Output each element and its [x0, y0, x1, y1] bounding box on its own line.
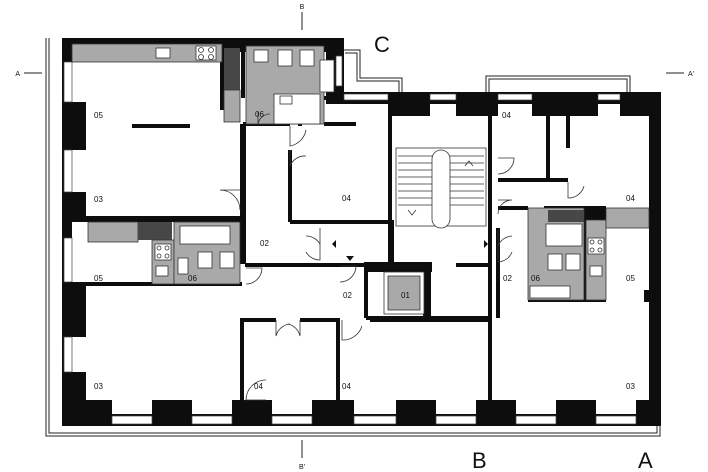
section-marker-right: A' [688, 71, 694, 78]
room-label-05-top-left: 05 [94, 111, 103, 120]
room-label-04-top: 04 [342, 194, 351, 203]
bathroom-right [527, 207, 650, 301]
bathroom-middle-left [173, 221, 241, 285]
room-label-04-small: 04 [254, 382, 263, 391]
room-label-03-top-left: 03 [94, 195, 103, 204]
kitchen-middle-left [87, 221, 175, 285]
room-label-02-center: 02 [343, 291, 352, 300]
elevator [383, 271, 425, 315]
doors [219, 112, 585, 401]
room-label-04-bottom: 04 [342, 382, 351, 391]
room-label-04-right: 04 [626, 194, 635, 203]
room-label-02-left: 02 [260, 239, 269, 248]
room-label-06-right: 06 [531, 274, 540, 283]
room-label-01-elevator: 01 [401, 291, 410, 300]
bathroom-top [245, 45, 335, 125]
section-marker-top: B [300, 4, 305, 11]
room-label-06-middle-left: 06 [188, 274, 197, 283]
room-label-06-top: 06 [255, 110, 264, 119]
wing-label-a: A [638, 448, 653, 472]
section-markers: B B' A A' [15, 4, 694, 471]
room-labels: 05 03 06 04 02 04 04 05 06 02 01 02 06 0… [94, 110, 635, 391]
partition-line [132, 124, 190, 128]
wing-label-b: B [472, 448, 487, 472]
room-label-04-top-right: 04 [502, 111, 511, 120]
room-label-02-right: 02 [503, 274, 512, 283]
section-marker-left: A [15, 71, 20, 78]
kitchen-top-left [71, 43, 241, 123]
staircase [395, 147, 487, 229]
room-label-05-middle-left: 05 [94, 274, 103, 283]
room-label-03-bottom-right: 03 [626, 382, 635, 391]
wing-label-c: C [374, 32, 390, 57]
windows [63, 55, 637, 425]
room-label-05-right: 05 [626, 274, 635, 283]
room-label-03-bottom-left: 03 [94, 382, 103, 391]
section-marker-bottom: B' [299, 464, 305, 471]
